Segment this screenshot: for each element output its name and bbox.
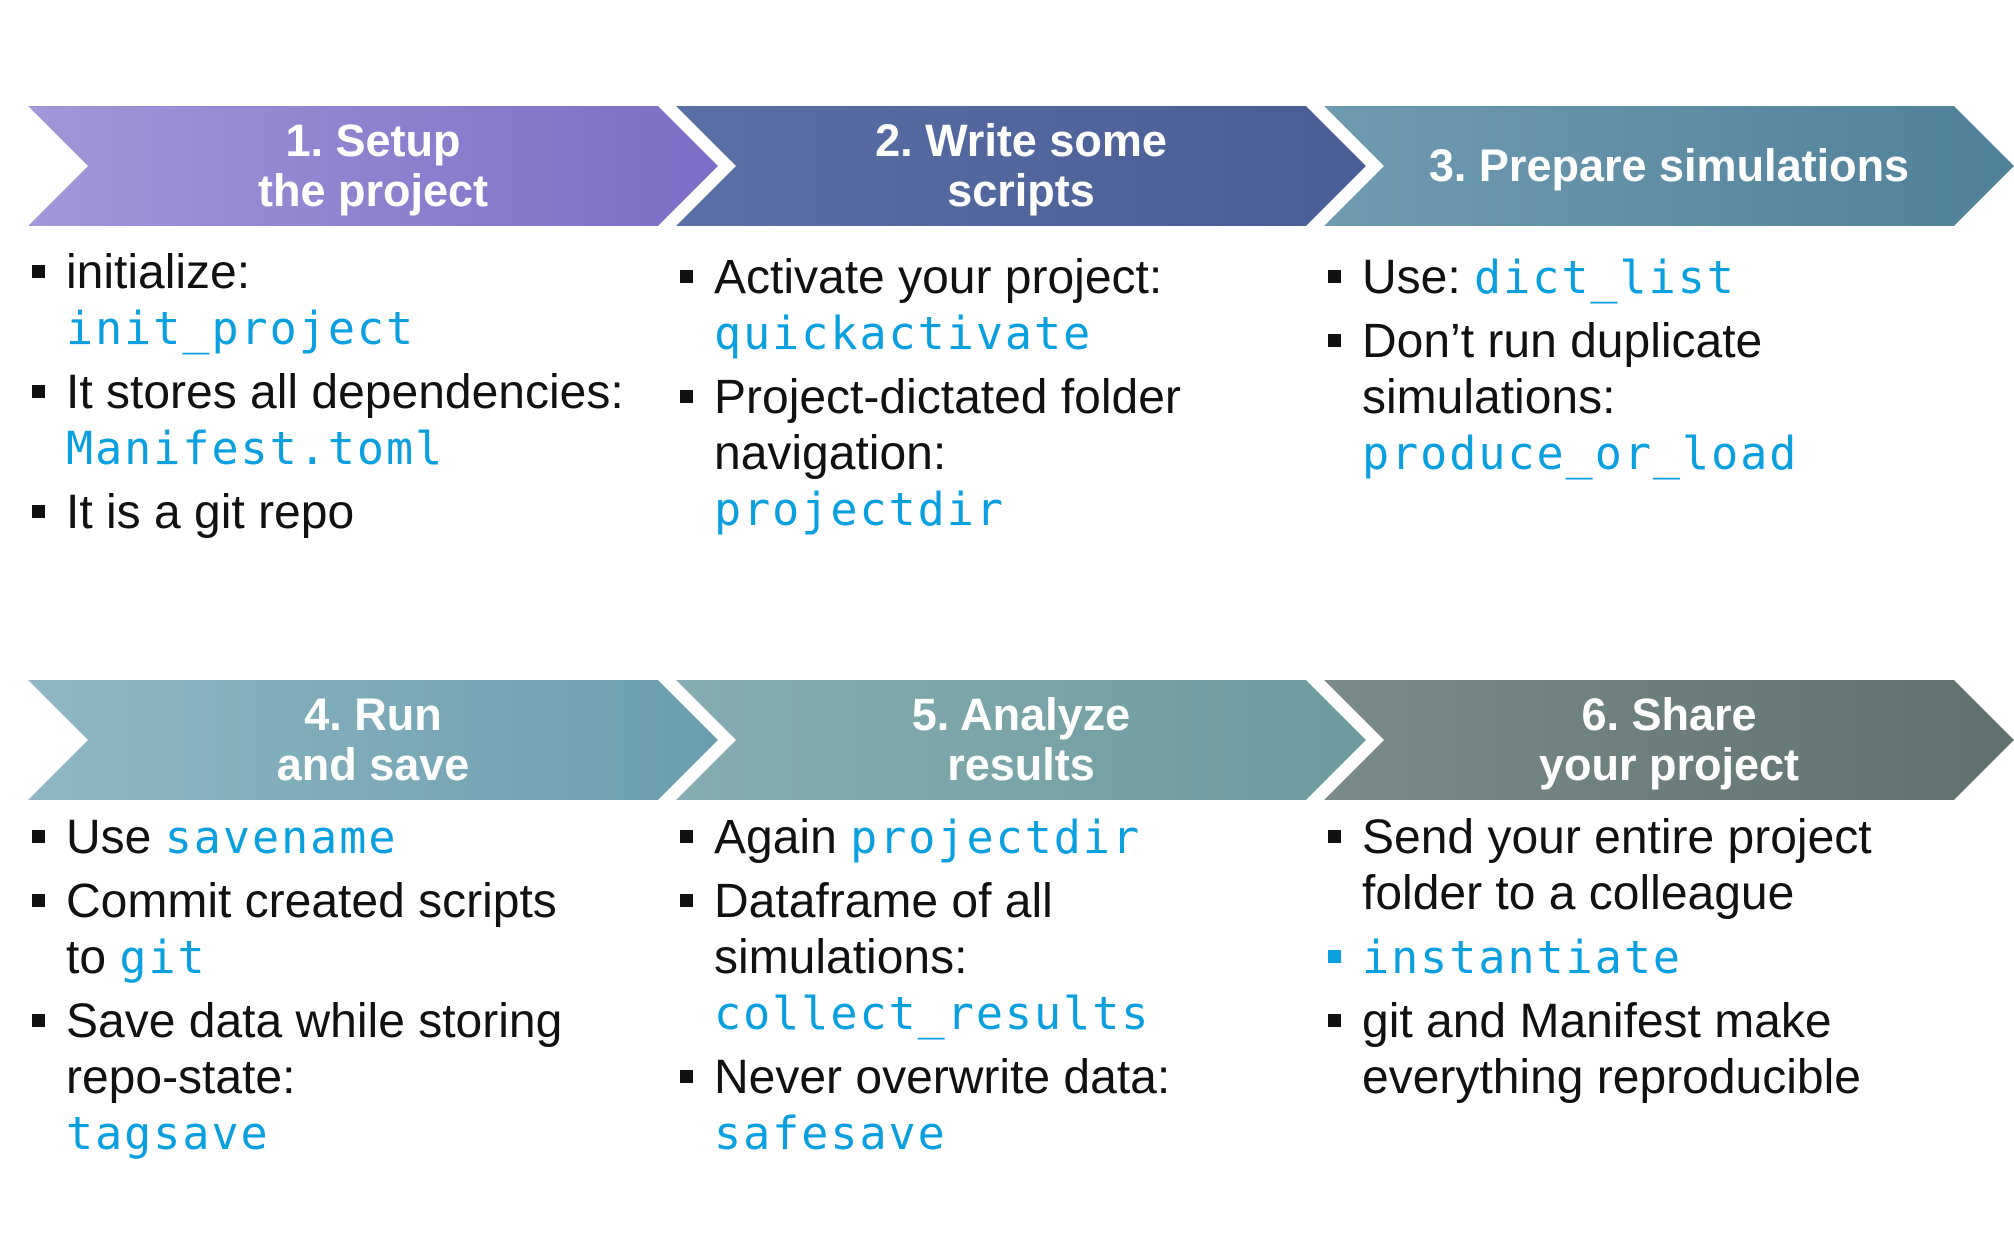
step-3-content: Use: dict_list Don’t run duplicate simul… bbox=[1324, 250, 1884, 490]
list-item: Dataframe of all simulations:collect_res… bbox=[676, 874, 1236, 1042]
step-1-banner: 1. Setup the project bbox=[28, 106, 718, 226]
list-item: Use savename bbox=[28, 810, 588, 866]
chevron-arrow-shape bbox=[676, 680, 1366, 800]
step-2-title: 2. Write some scripts bbox=[875, 115, 1167, 216]
list-item: instantiate bbox=[1324, 930, 1884, 986]
list-item: Never overwrite data: safesave bbox=[676, 1050, 1236, 1162]
step-5-banner: 5. Analyze results bbox=[676, 680, 1366, 800]
chevron-arrow-shape bbox=[28, 106, 718, 226]
step-1-content: initialize:init_project It stores all de… bbox=[28, 245, 648, 549]
step-3-title: 3. Prepare simulations bbox=[1428, 140, 1910, 191]
list-item: initialize:init_project bbox=[28, 245, 648, 357]
list-item: Commit created scripts to git bbox=[28, 874, 588, 986]
step-4-title: 4. Run and save bbox=[276, 689, 470, 790]
list-item: Project-dictated folder navigation:proje… bbox=[676, 370, 1236, 538]
step-6-content: Send your entire project folder to a col… bbox=[1324, 810, 1884, 1114]
list-item: Save data while storing repo-state:tagsa… bbox=[28, 994, 588, 1162]
step-2-banner: 2. Write some scripts bbox=[676, 106, 1366, 226]
chevron-arrow-shape bbox=[1324, 680, 2014, 800]
list-item: It stores all dependencies:Manifest.toml bbox=[28, 365, 648, 477]
step-3-banner: 3. Prepare simulations bbox=[1324, 106, 2014, 226]
step-5-title: 5. Analyze results bbox=[911, 689, 1131, 790]
step-5-content: Again projectdir Dataframe of all simula… bbox=[676, 810, 1236, 1170]
list-item: Again projectdir bbox=[676, 810, 1236, 866]
step-4-content: Use savename Commit created scripts to g… bbox=[28, 810, 588, 1170]
list-item: Send your entire project folder to a col… bbox=[1324, 810, 1884, 922]
chevron-arrow-shape bbox=[1324, 106, 2014, 226]
step-1-title: 1. Setup the project bbox=[257, 115, 489, 216]
list-item: git and Manifest make everything reprodu… bbox=[1324, 994, 1884, 1106]
list-item: Use: dict_list bbox=[1324, 250, 1884, 306]
list-item: Don’t run duplicate simulations:produce_… bbox=[1324, 314, 1884, 482]
step-6-banner: 6. Share your project bbox=[1324, 680, 2014, 800]
chevron-arrow-shape bbox=[676, 106, 1366, 226]
step-6-title: 6. Share your project bbox=[1538, 689, 1800, 790]
step-2-content: Activate your project:quickactivate Proj… bbox=[676, 250, 1236, 546]
list-item: Activate your project:quickactivate bbox=[676, 250, 1236, 362]
step-4-banner: 4. Run and save bbox=[28, 680, 718, 800]
list-item: It is a git repo bbox=[28, 485, 648, 541]
chevron-arrow-shape bbox=[28, 680, 718, 800]
